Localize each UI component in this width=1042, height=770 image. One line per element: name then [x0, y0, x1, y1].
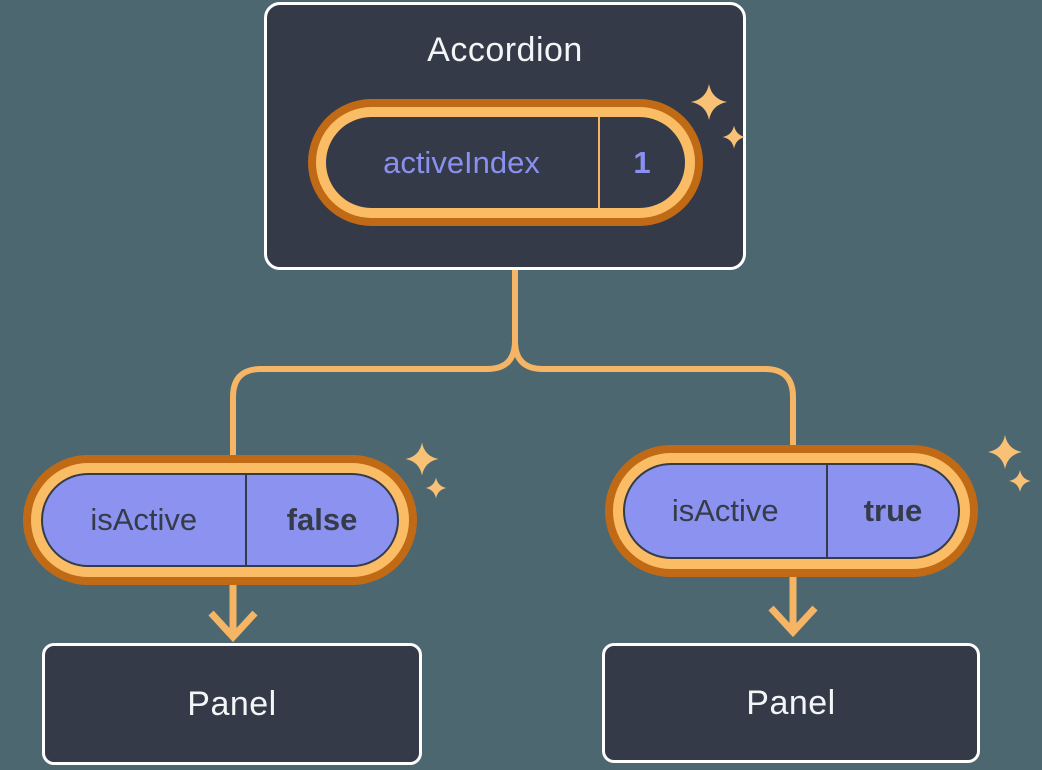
state-pill-divider — [597, 117, 600, 208]
sparkle-icon — [1009, 470, 1031, 492]
sparkle-icon — [405, 442, 439, 476]
panel-node-right: Panel — [602, 643, 980, 763]
sparkle-icon — [425, 477, 447, 499]
panel-left-title: Panel — [187, 684, 277, 723]
prop-pill-right-value: true — [863, 493, 923, 528]
prop-pill-right: isActive true — [605, 445, 978, 577]
prop-pill-right-label: isActive — [671, 493, 779, 528]
prop-pill-left-value: false — [286, 502, 358, 537]
state-pill: activeIndex 1 — [307, 99, 703, 226]
state-pill-label: activeIndex — [383, 144, 540, 180]
prop-pill-left-label: isActive — [90, 502, 198, 537]
arrow-down-icon-right — [768, 576, 818, 638]
panel-right-title: Panel — [746, 683, 836, 722]
accordion-title: Accordion — [427, 31, 583, 69]
state-pill-ring: activeIndex 1 — [315, 107, 695, 218]
prop-pill-right-ring: isActive true — [613, 453, 970, 569]
prop-pill-left-ring: isActive false — [31, 463, 409, 577]
branch-connector-right — [512, 270, 796, 449]
sparkle-icon — [988, 435, 1022, 469]
prop-pill-left-divider — [244, 475, 247, 565]
arrow-down-icon-left — [208, 584, 258, 643]
state-pill-value: 1 — [633, 144, 651, 180]
branch-connector-left — [230, 270, 518, 457]
accordion-node: Accordion activeIndex 1 — [264, 2, 746, 270]
prop-pill-right-divider — [825, 465, 828, 557]
panel-node-left: Panel — [42, 643, 422, 765]
prop-pill-left: isActive false — [23, 455, 417, 585]
